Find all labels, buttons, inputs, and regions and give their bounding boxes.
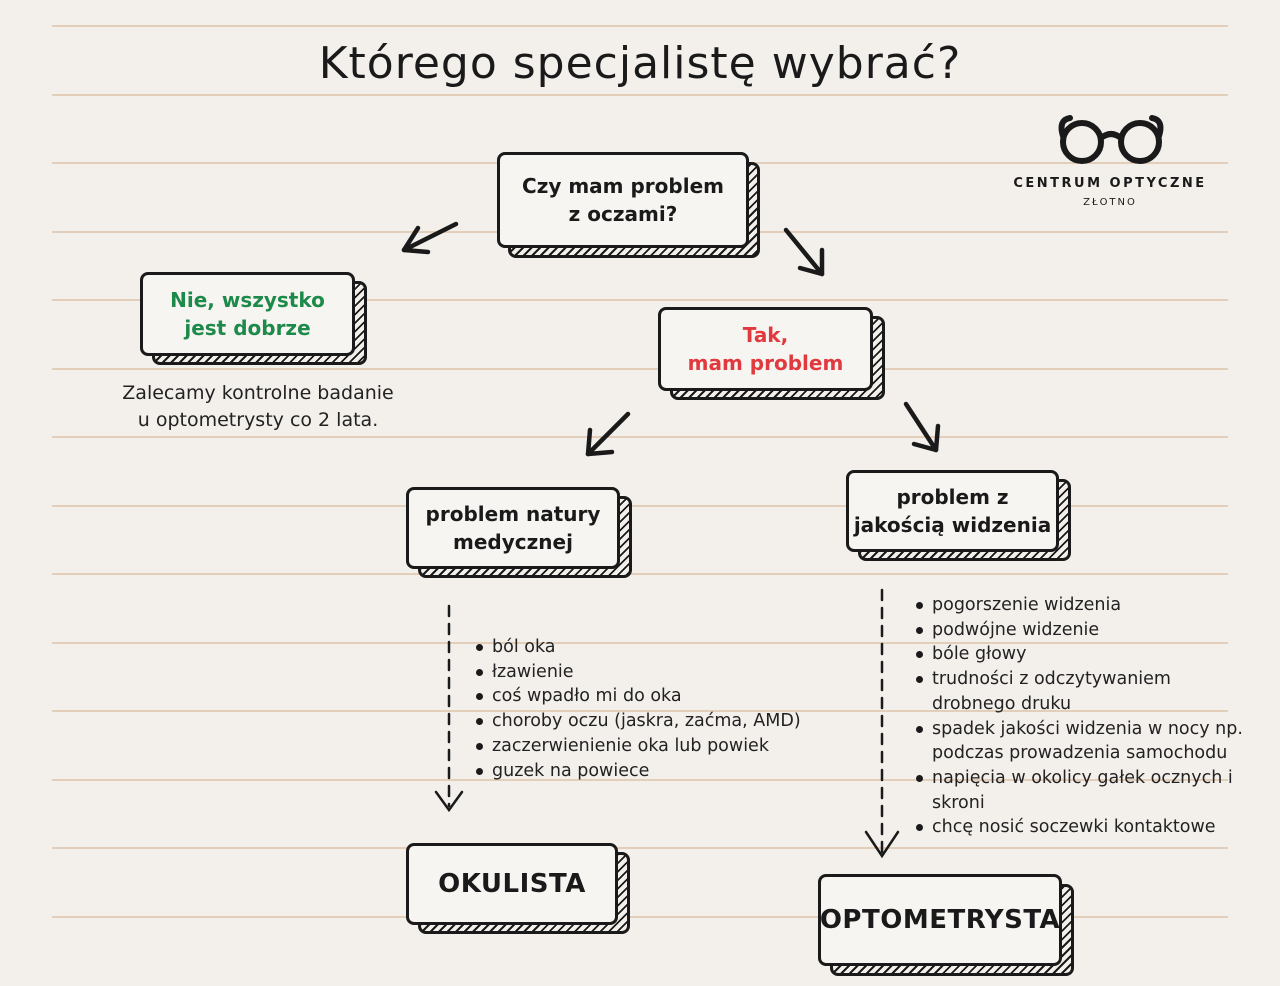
answer-no-line-2: jest dobrze xyxy=(184,316,311,340)
answer-no-line-1: Nie, wszystko xyxy=(170,288,325,312)
list-item: pogorszenie widzenia xyxy=(914,593,1259,618)
logo-city: ZŁOTNO xyxy=(1083,197,1137,208)
vision-line-2: jakością widzenia xyxy=(853,513,1052,537)
medical-line-1: problem natury xyxy=(425,502,601,526)
recommendation-line-2: u optometrysty co 2 lata. xyxy=(137,409,379,431)
answer-yes-line-1: Tak, xyxy=(742,323,789,347)
logo-name: CENTRUM OPTYCZNE xyxy=(1013,176,1207,191)
page-title: Którego specjalistę wybrać? xyxy=(318,38,962,89)
list-item: chcę nosić soczewki kontaktowe xyxy=(914,815,1259,840)
glasses-icon xyxy=(1058,115,1164,164)
medical-symptoms-list: ból oka łzawienie coś wpadło mi do oka c… xyxy=(474,635,834,783)
list-item: bóle głowy xyxy=(914,642,1259,667)
list-item: coś wpadło mi do oka xyxy=(474,684,834,709)
list-item: ból oka xyxy=(474,635,834,660)
vision-line-1: problem z xyxy=(896,485,1009,509)
optometrysta-label: OPTOMETRYSTA xyxy=(819,905,1061,935)
question-box: Czy mam problem z oczami? xyxy=(497,152,749,248)
medical-line-2: medycznej xyxy=(453,530,573,554)
vision-symptoms-list: pogorszenie widzenia podwójne widzenie b… xyxy=(914,593,1259,840)
okulista-box: OKULISTA xyxy=(406,843,618,925)
recommendation-note: Zalecamy kontrolne badanie u optometryst… xyxy=(100,380,416,434)
question-line-2: z oczami? xyxy=(568,202,678,226)
list-item: napięcia w okolicy gałek ocznych i skron… xyxy=(914,766,1259,815)
list-item: spadek jakości widzenia w nocy np. podcz… xyxy=(914,717,1259,766)
list-item: łzawienie xyxy=(474,660,834,685)
optometrysta-box: OPTOMETRYSTA xyxy=(818,874,1062,966)
recommendation-line-1: Zalecamy kontrolne badanie xyxy=(122,382,394,404)
answer-no-box: Nie, wszystko jest dobrze xyxy=(140,272,355,356)
vision-quality-box: problem z jakością widzenia xyxy=(846,470,1059,552)
logo: CENTRUM OPTYCZNE ZŁOTNO xyxy=(1010,112,1210,208)
answer-yes-box: Tak, mam problem xyxy=(658,307,873,391)
medical-problem-box: problem natury medycznej xyxy=(406,487,620,569)
list-item: choroby oczu (jaskra, zaćma, AMD) xyxy=(474,709,834,734)
answer-yes-line-2: mam problem xyxy=(687,351,844,375)
list-item: zaczerwienienie oka lub powiek xyxy=(474,734,834,759)
okulista-label: OKULISTA xyxy=(438,869,586,899)
question-line-1: Czy mam problem xyxy=(522,174,724,198)
list-item: trudności z odczytywaniem drobnego druku xyxy=(914,667,1259,716)
list-item: guzek na powiece xyxy=(474,759,834,784)
list-item: podwójne widzenie xyxy=(914,618,1259,643)
